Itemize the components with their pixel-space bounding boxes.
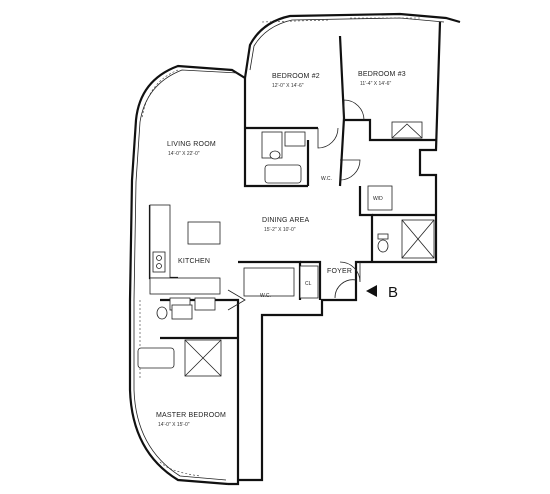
room-name-bedroom-3: BEDROOM #3 <box>358 71 406 78</box>
room-name-dining-area: DINING AREA <box>262 217 309 224</box>
closet-label: CL <box>305 281 312 287</box>
entry-marker-label: B <box>388 284 398 301</box>
washer-dryer-box <box>367 185 393 211</box>
room-dims-master-bedroom: 14'-0" X 15'-0" <box>158 422 190 428</box>
room-name-kitchen: KITCHEN <box>178 258 210 265</box>
windows <box>139 17 420 477</box>
room-dims-bedroom-3: 11'-4" X 14'-6" <box>360 81 391 87</box>
room-dims-living-room: 14'-0" X 22'-0" <box>168 151 200 157</box>
room-dims-bedroom-2: 12'-0" X 14'-6" <box>272 83 304 89</box>
room-dims-dining-area: 15'-2" X 10'-0" <box>264 227 296 233</box>
doors <box>227 99 365 311</box>
kitchen-island <box>187 221 221 245</box>
room-name-bedroom-2: BEDROOM #2 <box>272 73 320 80</box>
room-name-master-bedroom: MASTER BEDROOM <box>156 412 226 419</box>
exterior-walls <box>128 12 461 486</box>
walk-in-closet-label: W.C. <box>321 176 332 182</box>
fixtures <box>137 121 435 377</box>
entry-arrow-icon <box>366 285 377 297</box>
washer-dryer-label: W/D <box>373 196 383 202</box>
room-name-foyer: FOYER <box>327 268 352 275</box>
room-name-living-room: LIVING ROOM <box>167 141 216 148</box>
walk-in-closet-label: W.C. <box>260 293 271 299</box>
interior-walls <box>148 35 436 460</box>
